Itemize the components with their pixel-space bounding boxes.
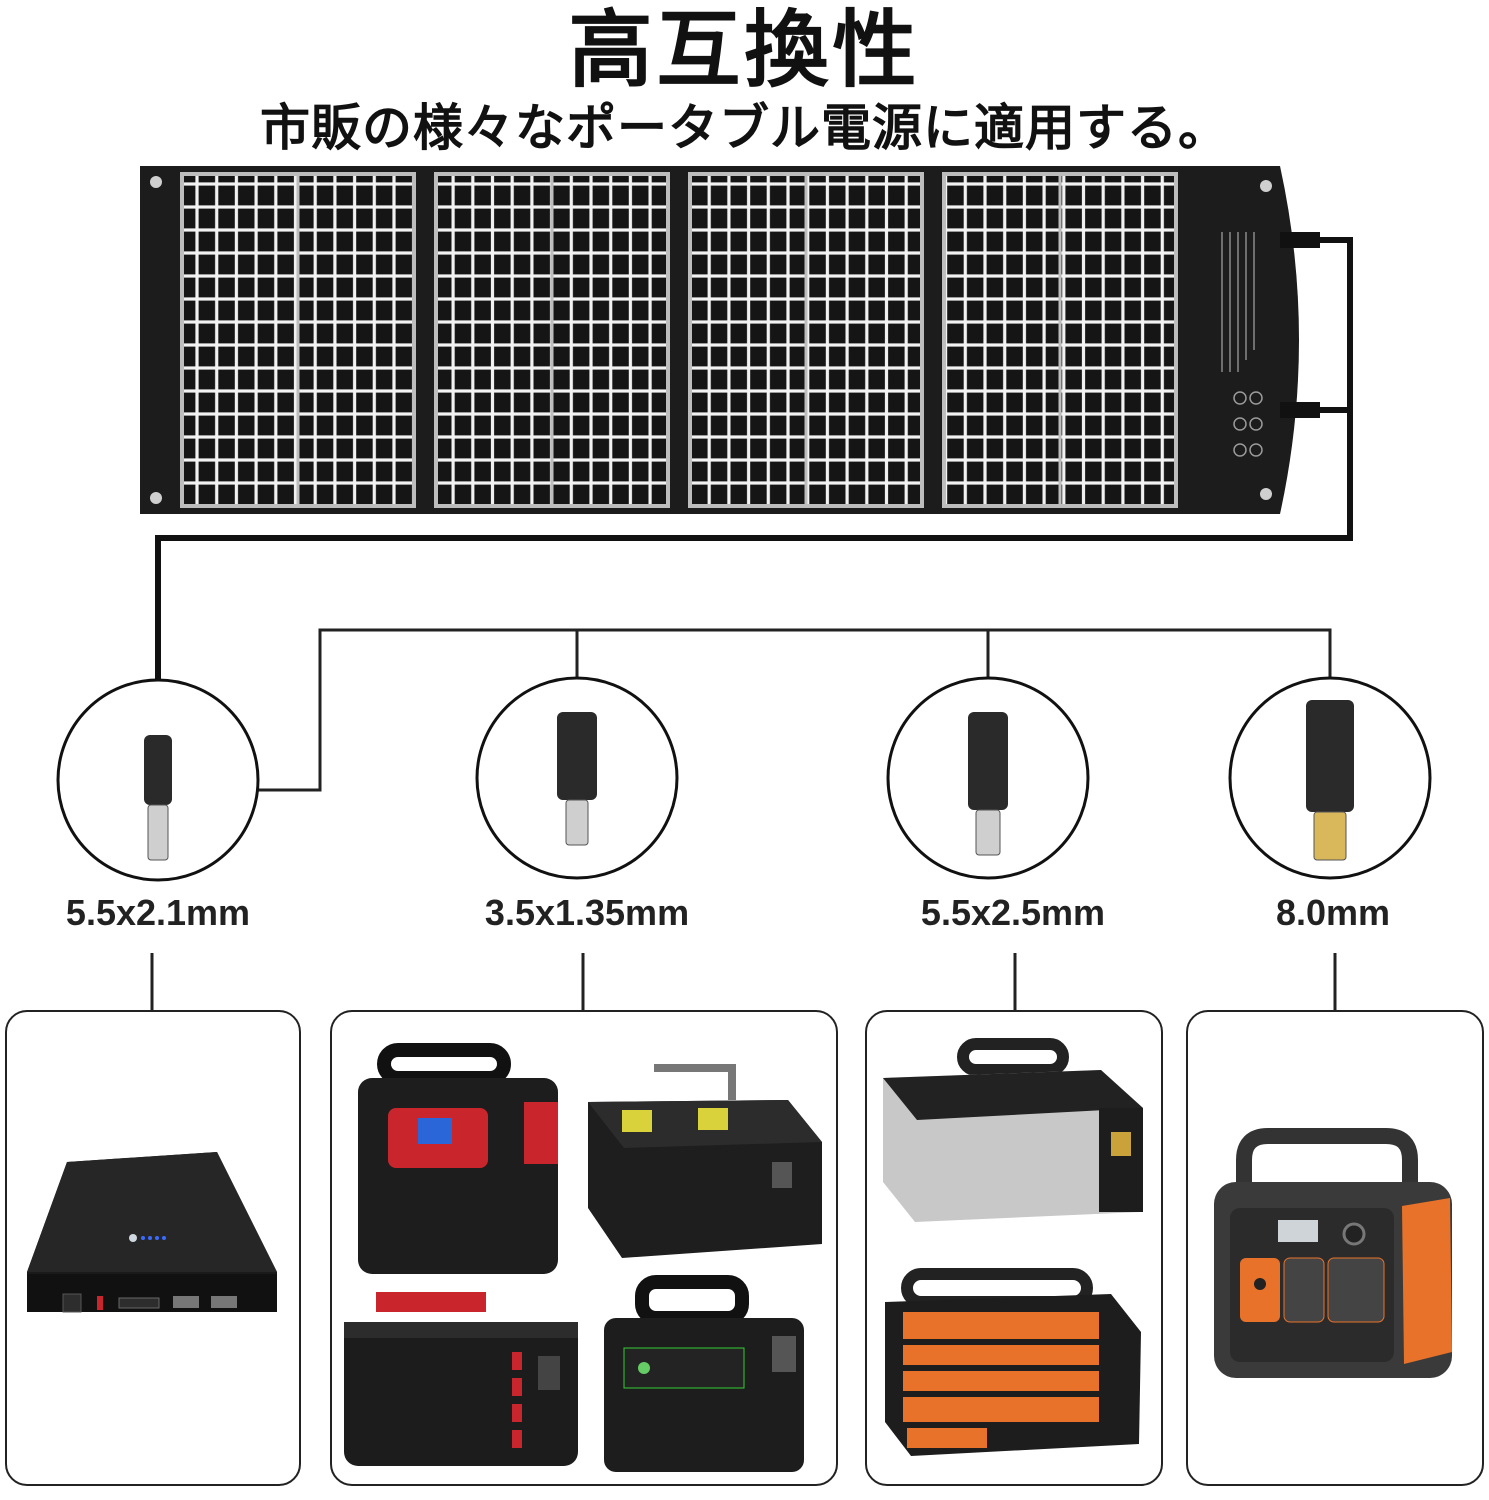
connector-size-label: 5.5x2.1mm: [65, 892, 251, 933]
connector-3-5x1-35-circle: [475, 676, 679, 880]
page-title: 高互換性: [568, 0, 921, 99]
solar-module: [434, 172, 670, 508]
power-bank-image: [27, 1152, 277, 1313]
solar-module: [688, 172, 924, 508]
power-station-image: [358, 1043, 558, 1274]
page-subtitle: 市販の様々なポータブル電源に適用する。: [260, 98, 1229, 157]
connector-size-label: 5.5x2.5mm: [920, 892, 1106, 933]
certification-icon: [1233, 391, 1263, 457]
power-station-image: [588, 1064, 822, 1258]
connector-size-label: 8.0mm: [1275, 892, 1391, 933]
grommet-icon: [1260, 488, 1272, 500]
connector-5-5x2-1-circle: [56, 678, 260, 882]
power-station-orange-image: [1214, 1128, 1452, 1378]
power-stations-group-1: [344, 1043, 822, 1472]
spec-label: [1221, 232, 1255, 372]
solar-module: [180, 172, 416, 508]
connector-8-0-circle: [1228, 676, 1432, 880]
power-station-image: [344, 1292, 578, 1466]
solar-panel: [140, 166, 1299, 514]
solar-module: [942, 172, 1178, 508]
connector-size-label: 3.5x1.35mm: [484, 892, 690, 933]
device-box-3-5x1-35: [330, 1010, 838, 1486]
power-stations-group-2: [883, 1038, 1143, 1456]
device-box-8-0: [1186, 1010, 1484, 1486]
grommet-icon: [1260, 180, 1272, 192]
power-station-image: [604, 1275, 804, 1472]
adapter-lines: [258, 628, 1332, 792]
device-drop-lines: [150, 953, 1337, 1010]
device-box-power-bank: [5, 1010, 301, 1486]
connector-5-5x2-5-circle: [886, 676, 1090, 880]
power-station-image: [885, 1268, 1141, 1456]
device-box-5-5x2-5: [865, 1010, 1163, 1486]
grommet-icon: [150, 492, 162, 504]
power-station-image: [883, 1038, 1143, 1222]
grommet-icon: [150, 176, 162, 188]
